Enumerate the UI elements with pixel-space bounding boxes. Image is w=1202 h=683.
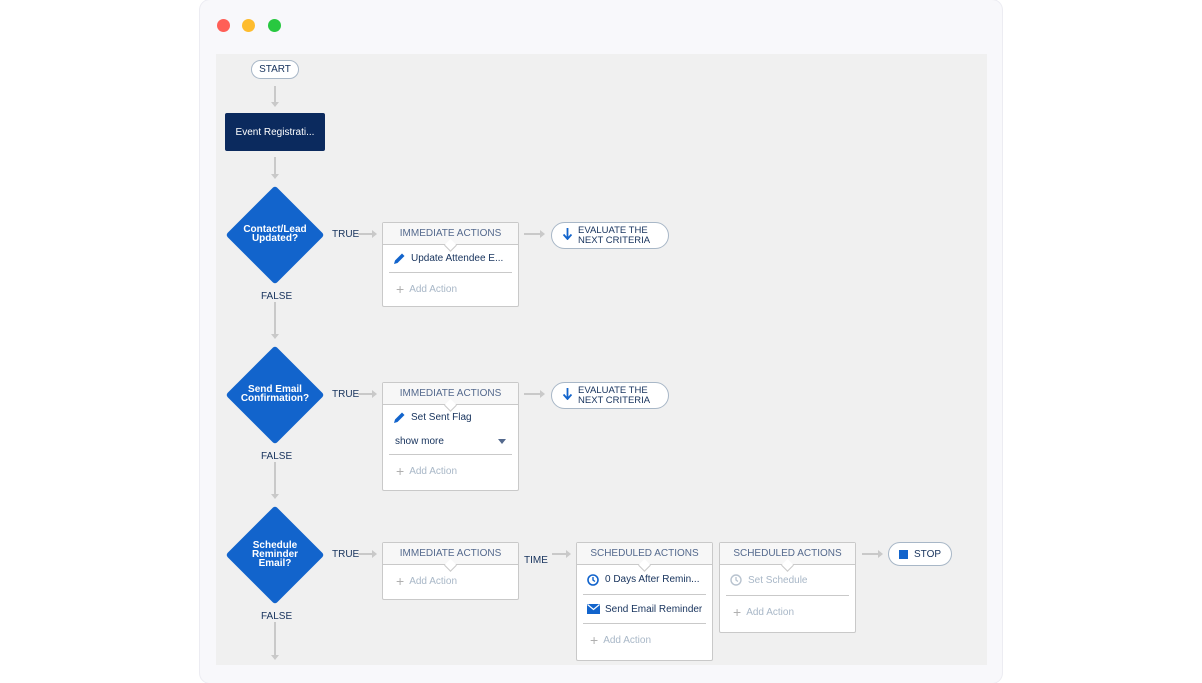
true-label: TRUE [332, 229, 360, 240]
connector [274, 302, 276, 334]
connector-arrow [566, 550, 571, 558]
chevron-down-icon [498, 439, 506, 444]
card-header: SCHEDULED ACTIONS [720, 543, 855, 565]
plus-icon: + [396, 281, 405, 297]
connector-arrow [540, 390, 545, 398]
connector [274, 86, 276, 104]
plus-icon: + [396, 573, 405, 589]
criteria-label-3: Schedule Reminder Email? [251, 540, 299, 569]
action-row[interactable]: Set Sent Flag [389, 405, 512, 429]
connector-arrow [271, 494, 279, 499]
add-action-button[interactable]: + Add Action [396, 573, 457, 589]
connector [524, 233, 540, 235]
maximize-window-button[interactable] [268, 19, 281, 32]
add-action-button[interactable]: + Add Action [396, 281, 457, 297]
connector [358, 393, 372, 395]
immediate-actions-card-3: IMMEDIATE ACTIONS + Add Action [382, 542, 519, 600]
card-header: IMMEDIATE ACTIONS [383, 223, 518, 245]
card-header: IMMEDIATE ACTIONS [383, 383, 518, 405]
false-label: FALSE [261, 451, 293, 462]
add-action-button[interactable]: + Add Action [396, 463, 457, 479]
time-label: TIME [524, 555, 548, 566]
clock-icon [729, 573, 743, 587]
connector-arrow [271, 174, 279, 179]
immediate-actions-card-1: IMMEDIATE ACTIONS Update Attendee E... +… [382, 222, 519, 307]
email-icon [586, 602, 600, 616]
scheduled-actions-card-1: SCHEDULED ACTIONS 0 Days After Remin... … [576, 542, 713, 661]
add-action-button[interactable]: + Add Action [590, 632, 651, 648]
clock-icon [586, 573, 600, 587]
close-window-button[interactable] [217, 19, 230, 32]
schedule-row[interactable]: 0 Days After Remin... [583, 565, 706, 595]
start-node[interactable]: START [251, 60, 299, 79]
card-header: SCHEDULED ACTIONS [577, 543, 712, 565]
connector [358, 233, 372, 235]
add-action-button[interactable]: + Add Action [733, 604, 794, 620]
connector-arrow [271, 102, 279, 107]
action-row[interactable]: Update Attendee E... [389, 245, 512, 273]
connector [552, 553, 566, 555]
criteria-label-1: Contact/Lead Updated? [243, 224, 307, 244]
connector [862, 553, 878, 555]
scheduled-actions-card-2: SCHEDULED ACTIONS Set Schedule + Add Act… [719, 542, 856, 633]
connector [274, 462, 276, 494]
connector [524, 393, 540, 395]
action-row[interactable]: Send Email Reminder [583, 595, 706, 624]
connector-arrow [372, 390, 377, 398]
evaluate-next-criteria-node-2[interactable]: EVALUATE THE NEXT CRITERIA [551, 382, 669, 409]
card-header: IMMEDIATE ACTIONS [383, 543, 518, 565]
show-more-toggle[interactable]: show more [389, 429, 512, 455]
criteria-label-2: Send Email Confirmation? [240, 384, 310, 404]
arrow-down-icon [562, 388, 573, 403]
evaluate-next-criteria-node-1[interactable]: EVALUATE THE NEXT CRITERIA [551, 222, 669, 249]
false-label: FALSE [261, 291, 293, 302]
connector-arrow [372, 230, 377, 238]
immediate-actions-card-2: IMMEDIATE ACTIONS Set Sent Flag show mor… [382, 382, 519, 491]
arrow-down-icon [562, 228, 573, 243]
plus-icon: + [590, 632, 599, 648]
connector-arrow [271, 334, 279, 339]
trigger-object-node[interactable]: Event Registrati... [225, 113, 325, 151]
pencil-icon [392, 252, 406, 266]
true-label: TRUE [332, 549, 360, 560]
pencil-icon [392, 410, 406, 424]
plus-icon: + [733, 604, 742, 620]
connector-arrow [540, 230, 545, 238]
set-schedule-row[interactable]: Set Schedule [726, 565, 849, 596]
connector-arrow [878, 550, 883, 558]
stop-node[interactable]: STOP [888, 542, 952, 566]
plus-icon: + [396, 463, 405, 479]
connector [274, 157, 276, 175]
connector [358, 553, 372, 555]
false-label: FALSE [261, 611, 293, 622]
minimize-window-button[interactable] [242, 19, 255, 32]
connector [274, 622, 276, 655]
connector-arrow [372, 550, 377, 558]
stop-icon [898, 549, 908, 559]
true-label: TRUE [332, 389, 360, 400]
connector-arrow [271, 655, 279, 660]
